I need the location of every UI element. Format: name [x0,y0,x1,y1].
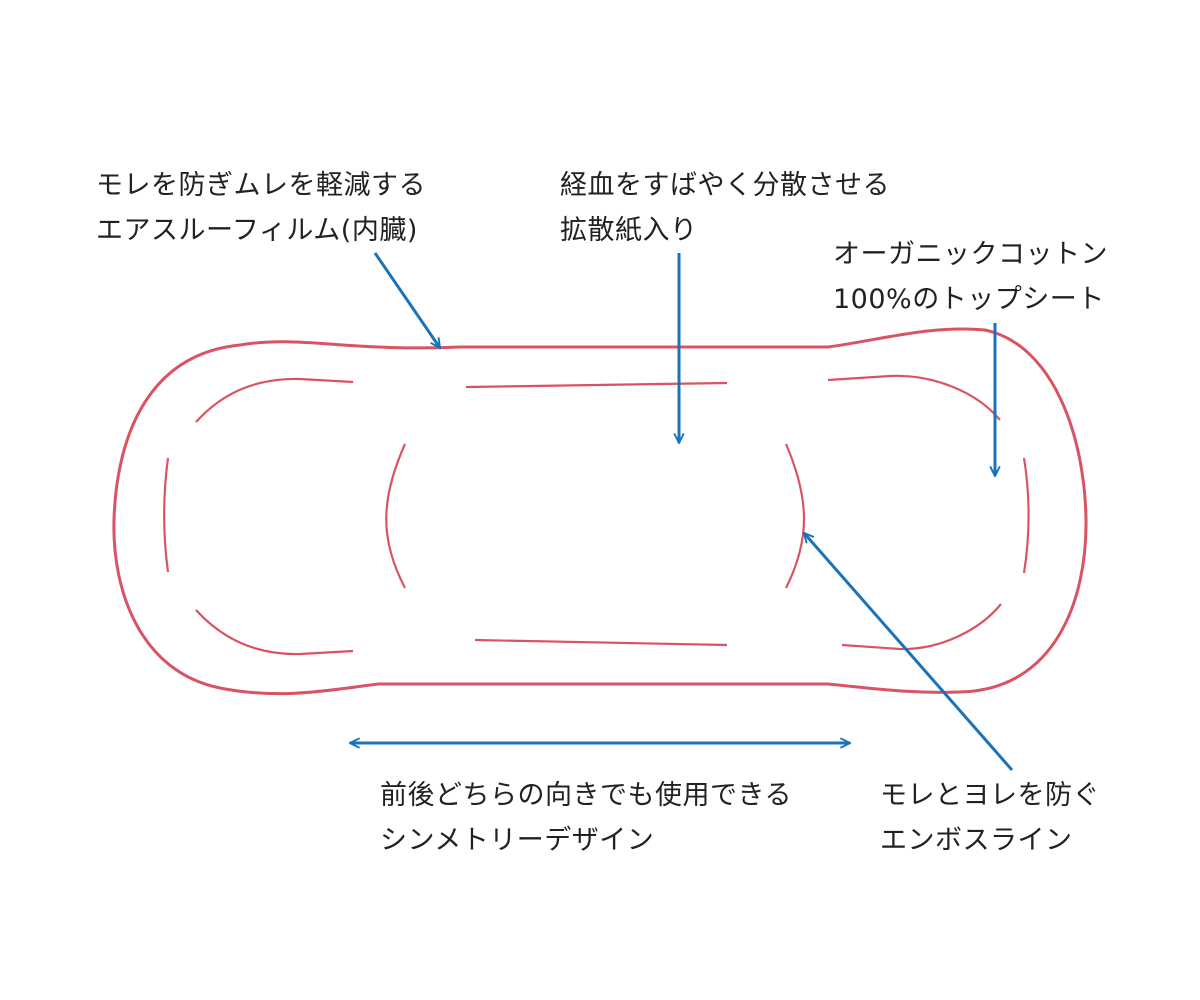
label-emboss-line1: モレとヨレを防ぐ [880,780,1100,811]
label-topsheet-line2: 100%のトップシート [833,284,1105,315]
emboss-right-top-arc [827,374,1001,421]
pad-outer-outline [112,327,1088,696]
emboss-left-side [163,457,170,573]
label-organic-cotton-topsheet: オーガニックコットン 100%のトップシート [833,232,1108,322]
label-emboss-line: モレとヨレを防ぐ エンボスライン [880,773,1100,863]
label-air-through-film: モレを防ぎムレを軽減する エアスルーフィルム(内臓) [96,163,426,253]
label-emboss-line2: エンボスライン [880,825,1073,856]
emboss-top-center [465,381,728,389]
emboss-inner-left-arc [385,443,407,589]
emboss-right-bottom-arc [841,603,1002,651]
label-film-line1: モレを防ぎムレを軽減する [96,170,426,201]
arrow-emboss [804,533,1014,771]
emboss-bottom-center [474,638,728,647]
label-symmetry-design: 前後どちらの向きでも使用できる シンメトリーデザイン [380,773,792,863]
emboss-left-top-arc [195,377,354,423]
label-symmetry-line1: 前後どちらの向きでも使用できる [380,780,792,811]
label-symmetry-line2: シンメトリーデザイン [380,825,655,856]
emboss-left-bottom-arc [195,609,354,656]
emboss-lines [163,374,1030,656]
label-topsheet-line1: オーガニックコットン [833,239,1108,270]
label-diffusion-paper: 経血をすばやく分散させる 拡散紙入り [560,163,890,253]
label-film-line2: エアスルーフィルム(内臓) [96,215,418,246]
label-paper-line1: 経血をすばやく分散させる [560,170,890,201]
arrow-film [373,252,442,348]
callout-arrows [350,252,1014,771]
emboss-right-side [1022,457,1030,574]
emboss-inner-right-arc [784,443,805,589]
label-paper-line2: 拡散紙入り [560,215,698,246]
